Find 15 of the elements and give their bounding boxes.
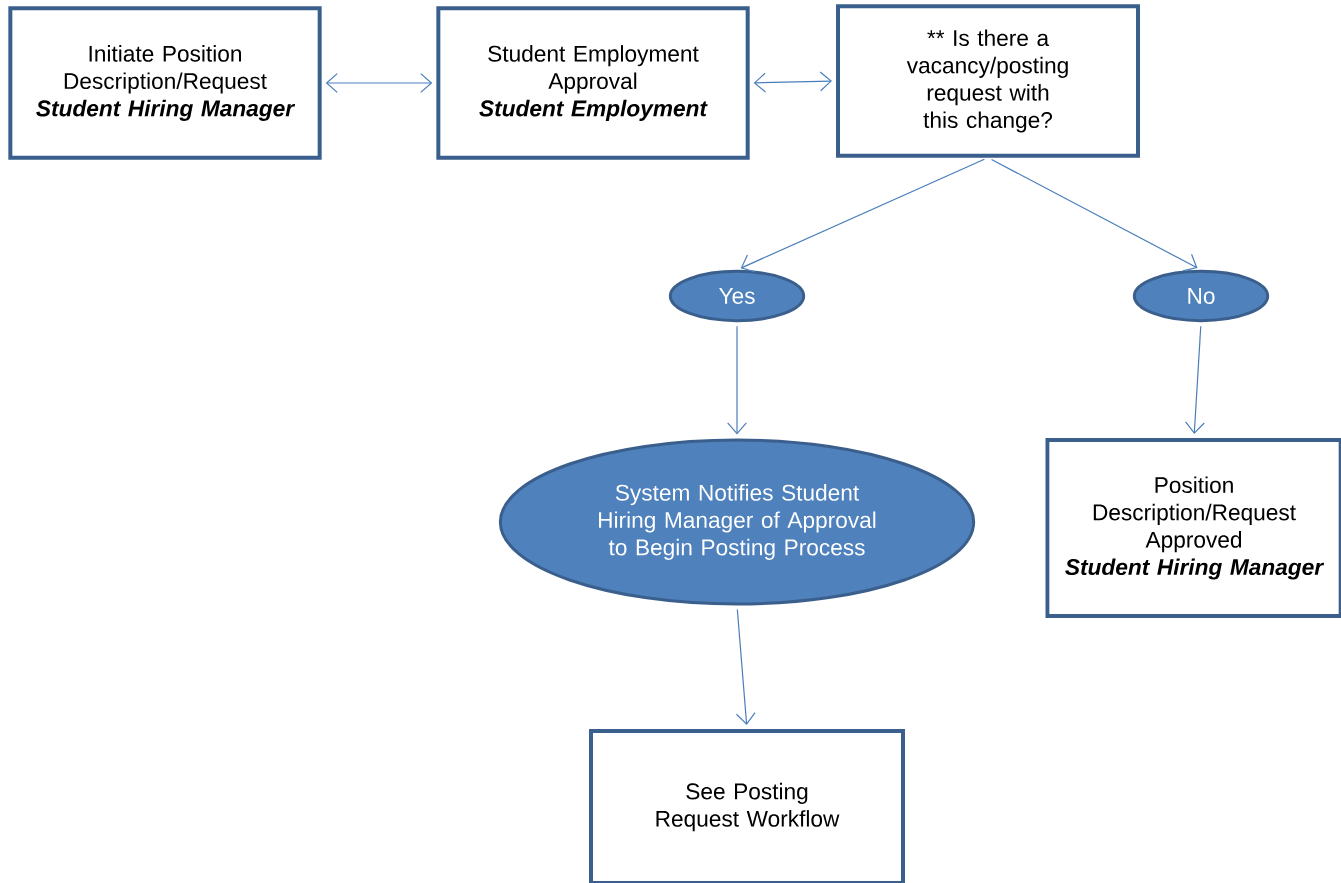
arrow [735,608,756,726]
oval-node: System Notifies Student Hiring Manager of Approval to Begin Posting Process [498,438,976,606]
arrow [990,158,1198,272]
arrow [325,73,433,93]
process-box: Position Description/Request Approved Student Hiring Manager [1045,438,1341,618]
process-box: Student Employment Approval Student Employment [436,6,750,160]
decision-box: ** Is there a vacancy/posting request with this change? [836,4,1140,158]
arrow [727,325,747,435]
process-box: See Posting Request Workflow [589,729,905,883]
arrow [740,158,985,273]
answer-oval: Yes [668,269,806,323]
answer-oval: No [1132,269,1270,323]
arrow [753,71,832,93]
process-box: Initiate Position Description/Request Student Hiring Manager [8,6,322,160]
arrow [1185,325,1205,434]
